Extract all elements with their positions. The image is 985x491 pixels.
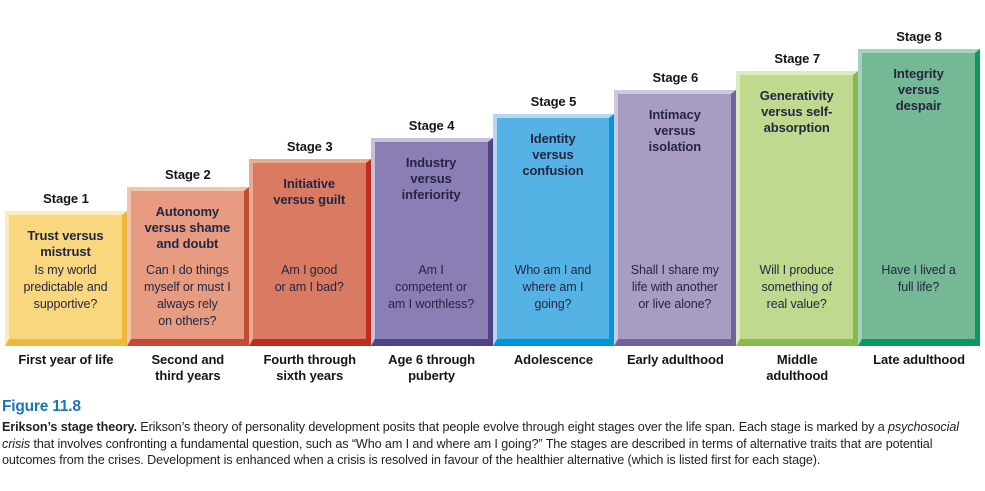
stage-bar: Generativity versus self- absorption Wil…: [736, 71, 859, 346]
crisis-question: Is my world predictable and supportive?: [23, 263, 108, 311]
crisis-title: Integrity versus despair: [893, 66, 944, 113]
period-label: Late adulthood: [873, 352, 965, 367]
stage-bar: Industry versus inferiority Am I compete…: [370, 138, 493, 346]
crisis-title: Industry versus inferiority: [401, 155, 461, 202]
stage-label: Stage 1: [43, 191, 89, 206]
period-label: First year of life: [18, 352, 114, 367]
crisis-title: Generativity versus self- absorption: [759, 88, 834, 135]
figure-caption: Figure 11.8 Erikson’s stage theory. Erik…: [0, 392, 985, 469]
crisis-title: Autonomy versus shame and doubt: [144, 204, 231, 251]
stage-column-6: Stage 6 Intimacy versus isolation Shall …: [614, 0, 737, 392]
stage-column-3: Stage 3 Initiative versus guilt Am I goo…: [248, 0, 371, 392]
crisis-title: Identity versus confusion: [522, 131, 584, 178]
stage-columns: Stage 1 Trust versus mistrust Is my worl…: [5, 0, 980, 392]
crisis-question: Have I lived a full life?: [881, 263, 956, 294]
period-label: Middle adulthood: [766, 352, 829, 383]
caption-body-1: Erikson’s theory of personality developm…: [140, 420, 889, 434]
crisis-question: Will I produce something of real value?: [759, 263, 834, 311]
crisis-title: Initiative versus guilt: [273, 176, 346, 207]
stage-bar: Autonomy versus shame and doubt Can I do…: [126, 187, 249, 346]
period-label: Adolescence: [513, 352, 593, 367]
stage-bar: Intimacy versus isolation Shall I share …: [614, 90, 737, 346]
caption-lead: Erikson’s stage theory.: [2, 420, 141, 434]
crisis-question: Shall I share my life with another or li…: [630, 263, 719, 311]
stage-label: Stage 6: [652, 70, 699, 85]
stage-bar: Identity versus confusion Who am I and w…: [492, 114, 615, 346]
stage-column-1: Stage 1 Trust versus mistrust Is my worl…: [5, 0, 127, 392]
stage-label: Stage 5: [530, 94, 577, 109]
crisis-question: Can I do things myself or must I always …: [144, 263, 231, 328]
stage-bar: Trust versus mistrust Is my world predic…: [5, 211, 127, 346]
stage-column-7: Stage 7 Generativity versus self- absorp…: [736, 0, 859, 392]
period-label: Age 6 through puberty: [388, 352, 475, 383]
stage-column-5: Stage 5 Identity versus confusion Who am…: [492, 0, 615, 392]
period-label: Second and third years: [151, 352, 225, 383]
figure-number-label: Figure 11.8: [2, 398, 81, 415]
crisis-title: Intimacy versus isolation: [648, 107, 702, 154]
caption-italic-term: psychosocial crisis: [2, 420, 959, 451]
caption-body-2: that involves confronting a fundamental …: [2, 436, 933, 468]
crisis-question: Am I good or am I bad?: [274, 263, 344, 294]
stage-column-2: Stage 2 Autonomy versus shame and doubt …: [126, 0, 249, 392]
period-label: Fourth through sixth years: [263, 352, 356, 383]
crisis-title: Trust versus mistrust: [27, 228, 104, 259]
crisis-question: Who am I and where am I going?: [514, 263, 592, 311]
stage-label: Stage 7: [774, 51, 820, 66]
stage-column-8: Stage 8 Integrity versus despair Have I …: [858, 0, 980, 392]
stage-label: Stage 4: [408, 118, 455, 133]
crisis-question: Am I competent or am I worthless?: [388, 263, 475, 311]
stage-bar: Initiative versus guilt Am I good or am …: [248, 159, 371, 346]
stage-label: Stage 2: [165, 167, 211, 182]
stage-label: Stage 8: [896, 29, 942, 44]
caption-text: Erikson’s stage theory. Erikson’s theory…: [2, 419, 983, 469]
period-label: Early adulthood: [626, 352, 724, 367]
stage-column-4: Stage 4 Industry versus inferiority Am I…: [370, 0, 493, 392]
stage-label: Stage 3: [286, 139, 333, 154]
stage-bar: Integrity versus despair Have I lived a …: [858, 49, 980, 346]
